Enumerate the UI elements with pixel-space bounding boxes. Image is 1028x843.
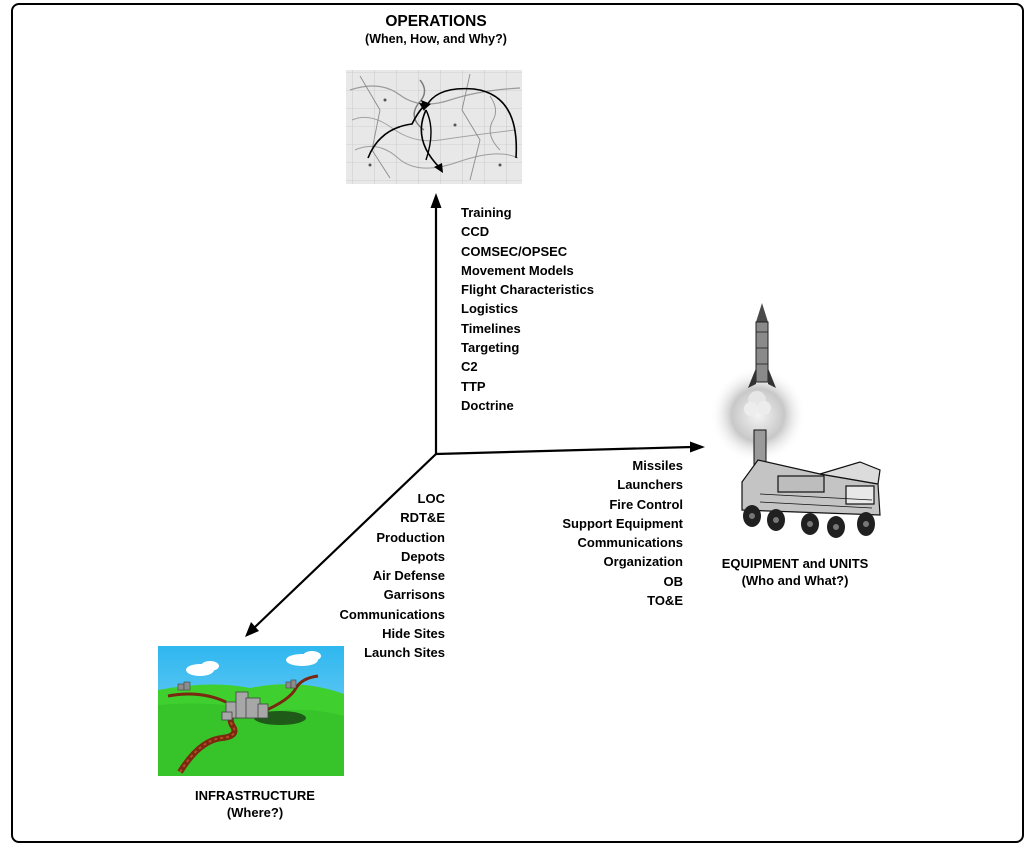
- operations-item: Training: [461, 205, 512, 220]
- operations-subtitle: (When, How, and Why?): [365, 32, 507, 46]
- infrastructure-list: LOC RDT&E Production Depots Air Defense …: [300, 489, 445, 663]
- infrastructure-item: Production: [376, 529, 445, 545]
- equipment-list: Missiles Launchers Fire Control Support …: [500, 456, 683, 610]
- operations-item: CCD: [461, 224, 490, 240]
- axis-infrastructure: [245, 453, 437, 637]
- axis-operations: [430, 193, 442, 454]
- missile-launcher-image: [710, 303, 881, 538]
- operations-list: Training CCD COMSEC/OPSEC Movement Model…: [461, 203, 594, 415]
- infrastructure-item: Air Defense: [372, 568, 445, 584]
- equipment-item: Support Equipment: [562, 515, 683, 531]
- infrastructure-item: Communications: [339, 606, 445, 622]
- equipment-subtitle: (Who and What?): [741, 573, 849, 588]
- infrastructure-landscape-image: [158, 646, 344, 776]
- equipment-header: EQUIPMENT and UNITS (Who and What?): [705, 555, 885, 589]
- infrastructure-item: Launch Sites: [364, 645, 445, 661]
- infrastructure-item: Garrisons: [383, 587, 445, 603]
- infrastructure-item: LOC: [417, 491, 445, 506]
- infrastructure-item: Hide Sites: [382, 626, 445, 642]
- operations-title: OPERATIONS: [385, 13, 487, 30]
- equipment-item: OB: [663, 573, 684, 589]
- equipment-item: TO&E: [647, 593, 683, 609]
- infrastructure-item: RDT&E: [400, 510, 445, 526]
- equipment-title: EQUIPMENT and UNITS: [721, 556, 869, 571]
- arrowhead-up-icon: [430, 193, 442, 208]
- operations-item: COMSEC/OPSEC: [461, 243, 568, 259]
- arrowhead-down-left-icon: [245, 622, 259, 637]
- equipment-item: Fire Control: [609, 496, 683, 512]
- operations-item: Timelines: [461, 320, 521, 336]
- operations-item: Doctrine: [461, 397, 514, 413]
- operations-item: Flight Characteristics: [461, 282, 594, 298]
- equipment-item: Organization: [603, 554, 683, 570]
- axis-equipment: [435, 441, 705, 456]
- operations-header: OPERATIONS (When, How, and Why?): [336, 13, 536, 48]
- operations-item: Logistics: [461, 301, 519, 317]
- arrowhead-right-icon: [690, 441, 705, 453]
- operations-item: C2: [461, 359, 478, 375]
- operations-item: Targeting: [461, 340, 520, 356]
- equipment-item: Missiles: [632, 458, 683, 473]
- equipment-item: Communications: [577, 535, 683, 551]
- equipment-item: Launchers: [617, 477, 683, 493]
- operations-item: Movement Models: [461, 262, 574, 278]
- infrastructure-header: INFRASTRUCTURE (Where?): [165, 787, 345, 821]
- diagram-canvas: [158, 70, 881, 776]
- operations-item: TTP: [461, 378, 486, 394]
- infrastructure-title: INFRASTRUCTURE: [195, 788, 315, 803]
- operations-map-image: [346, 70, 522, 184]
- infrastructure-item: Depots: [400, 548, 445, 564]
- infrastructure-subtitle: (Where?): [226, 805, 284, 820]
